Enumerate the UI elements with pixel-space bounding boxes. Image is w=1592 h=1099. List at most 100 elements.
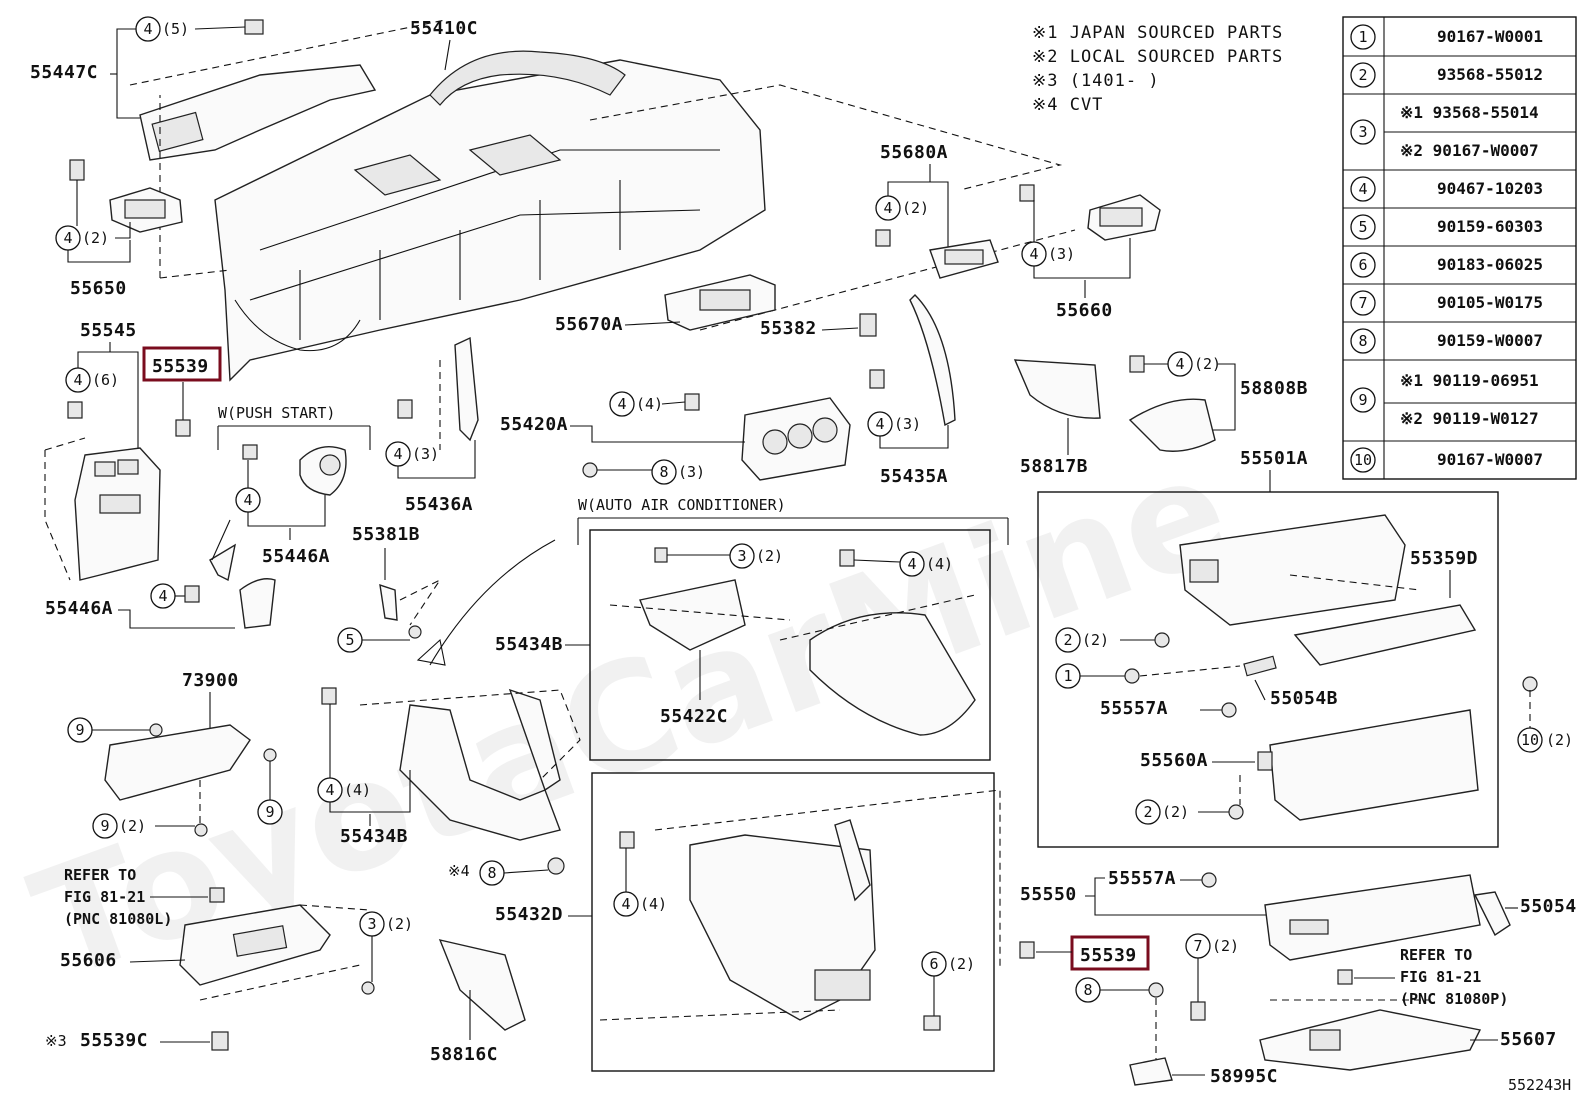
svg-text:(2): (2): [1082, 631, 1109, 649]
table-row-5: 5 90159-60303: [1350, 214, 1543, 240]
svg-text:9: 9: [100, 817, 109, 835]
svg-text:(2): (2): [82, 229, 109, 247]
callout-group-55420A: 4 (4) 55420A: [500, 391, 851, 481]
label-55420A: 55420A: [500, 414, 568, 435]
label-55434B-2: 55434B: [340, 826, 408, 847]
callout-group-55539C: ※3 55539C: [45, 1030, 229, 1051]
table-row-8: 8 90159-W0007: [1350, 328, 1543, 354]
label-58816C: 58816C: [430, 1044, 498, 1065]
svg-text:4: 4: [325, 781, 334, 799]
svg-text:5: 5: [1358, 218, 1367, 236]
svg-text:(2): (2): [902, 199, 929, 217]
svg-text:4: 4: [621, 895, 630, 913]
label-55560A: 55560A: [1140, 750, 1208, 771]
label-55539-highlighted-2: 55539: [1036, 935, 1150, 971]
label-73900: 73900: [182, 670, 239, 691]
svg-text:(2): (2): [1212, 937, 1239, 955]
svg-text:6: 6: [929, 955, 938, 973]
callout-group-55660: 4 (3) 55660: [1019, 184, 1161, 321]
callout-group-55550: 55550 55557A 55054: [1019, 868, 1577, 961]
label-w-auto-air: W(AUTO AIR CONDITIONER): [578, 496, 786, 514]
svg-text:5: 5: [345, 631, 354, 649]
note-4: ※4 CVT: [1032, 95, 1103, 115]
svg-text:3: 3: [367, 915, 376, 933]
svg-text:8: 8: [659, 463, 668, 481]
svg-text:2: 2: [1063, 631, 1072, 649]
table-row-6: 6 90183-06025: [1350, 252, 1543, 278]
svg-text:(2): (2): [1162, 803, 1189, 821]
label-55680A: 55680A: [880, 142, 948, 163]
svg-text:(3): (3): [412, 445, 439, 463]
label-55054: 55054: [1520, 896, 1577, 917]
svg-text:10: 10: [1354, 451, 1372, 469]
svg-text:(2): (2): [948, 955, 975, 973]
svg-text:(4): (4): [636, 395, 663, 413]
svg-text:4: 4: [1358, 180, 1367, 198]
svg-text:4: 4: [73, 371, 82, 389]
refer-note-81080L: REFER TO FIG 81-21 (PNC 81080L): [64, 866, 225, 928]
note-1: ※1 JAPAN SOURCED PARTS: [1032, 23, 1283, 43]
label-55435A: 55435A: [880, 466, 948, 487]
label-55359D: 55359D: [1410, 548, 1478, 569]
callout-group-55680A: 55680A 4 (2): [875, 142, 999, 279]
svg-text:2: 2: [1358, 66, 1367, 84]
svg-text:9: 9: [265, 803, 274, 821]
table-row-4: 4 90467-10203: [1350, 176, 1543, 202]
callout-group-55434B: 4 (4) 55434B: [317, 687, 581, 847]
label-55557A-1: 55557A: [1100, 698, 1168, 719]
svg-text:8: 8: [487, 864, 496, 882]
table-row-9: 9 ※1 90119-06951 ※2 90119-W0127: [1350, 371, 1539, 428]
label-55432D: 55432D: [495, 904, 563, 925]
svg-text:7: 7: [1193, 937, 1202, 955]
svg-text:※4: ※4: [448, 862, 470, 880]
callout-group-55382: 55382: [760, 313, 877, 339]
part-code: 90105-W0175: [1437, 293, 1543, 312]
auto-air-conditioner-group: W(AUTO AIR CONDITIONER) 3 (2) 4 (4) 5542…: [577, 496, 1009, 761]
callout-group-55447C: 4 (5) 55447C: [30, 16, 264, 119]
part-code: ※2 90167-W0007: [1400, 141, 1539, 160]
label-55539C: 55539C: [80, 1030, 148, 1051]
label-55436A: 55436A: [405, 494, 473, 515]
svg-text:FIG 81-21: FIG 81-21: [1400, 968, 1481, 986]
part-code: ※1 93568-55014: [1400, 103, 1539, 122]
svg-text:(4): (4): [344, 781, 371, 799]
part-code: 90159-60303: [1437, 217, 1543, 236]
svg-text:(2): (2): [1546, 731, 1573, 749]
svg-text:4: 4: [393, 445, 402, 463]
svg-text:4: 4: [243, 491, 252, 509]
svg-text:4: 4: [875, 415, 884, 433]
label-55660: 55660: [1056, 300, 1113, 321]
part-code: 93568-55012: [1437, 65, 1543, 84]
part-code: ※1 90119-06951: [1400, 371, 1539, 390]
table-row-2: 2 93568-55012: [1350, 62, 1543, 88]
label-55381B: 55381B: [352, 524, 420, 545]
svg-text:2: 2: [1143, 803, 1152, 821]
svg-text:10: 10: [1521, 731, 1539, 749]
label-55446A-2: 55446A: [45, 598, 113, 619]
svg-text:(5): (5): [162, 20, 189, 38]
part-code: ※2 90119-W0127: [1400, 409, 1539, 428]
label-55422C: 55422C: [660, 706, 728, 727]
callout-group-58817B: 58817B: [1013, 359, 1101, 477]
label-55501A: 55501A: [1240, 448, 1308, 469]
legend-notes: ※1 JAPAN SOURCED PARTS ※2 LOCAL SOURCED …: [1032, 23, 1283, 115]
dashboard-illustration: [139, 50, 766, 382]
callout-10-2: 10 (2): [1517, 676, 1573, 753]
callout-group-55501A: 55501A 55359D 2 (2) 1 55054B 55557A 5556…: [1037, 448, 1499, 848]
table-row-7: 7 90105-W0175: [1350, 290, 1543, 316]
label-55446A-1: 55446A: [262, 546, 330, 567]
table-row-3: 3 ※1 93568-55014 ※2 90167-W0007: [1350, 103, 1539, 160]
callout-8-3: 8 (3): [582, 459, 705, 485]
svg-text:4: 4: [617, 395, 626, 413]
label-55606: 55606: [60, 950, 117, 971]
svg-text:3: 3: [1358, 123, 1367, 141]
label-58817B: 58817B: [1020, 456, 1088, 477]
svg-text:4: 4: [143, 20, 152, 38]
svg-text:(PNC 81080P): (PNC 81080P): [1400, 990, 1508, 1008]
label-55550: 55550: [1020, 884, 1077, 905]
svg-text:(2): (2): [756, 547, 783, 565]
part-code: 90167-W0001: [1437, 27, 1543, 46]
svg-text:(2): (2): [386, 915, 413, 933]
part-code: 90167-W0007: [1437, 450, 1543, 469]
svg-text:6: 6: [1358, 256, 1367, 274]
